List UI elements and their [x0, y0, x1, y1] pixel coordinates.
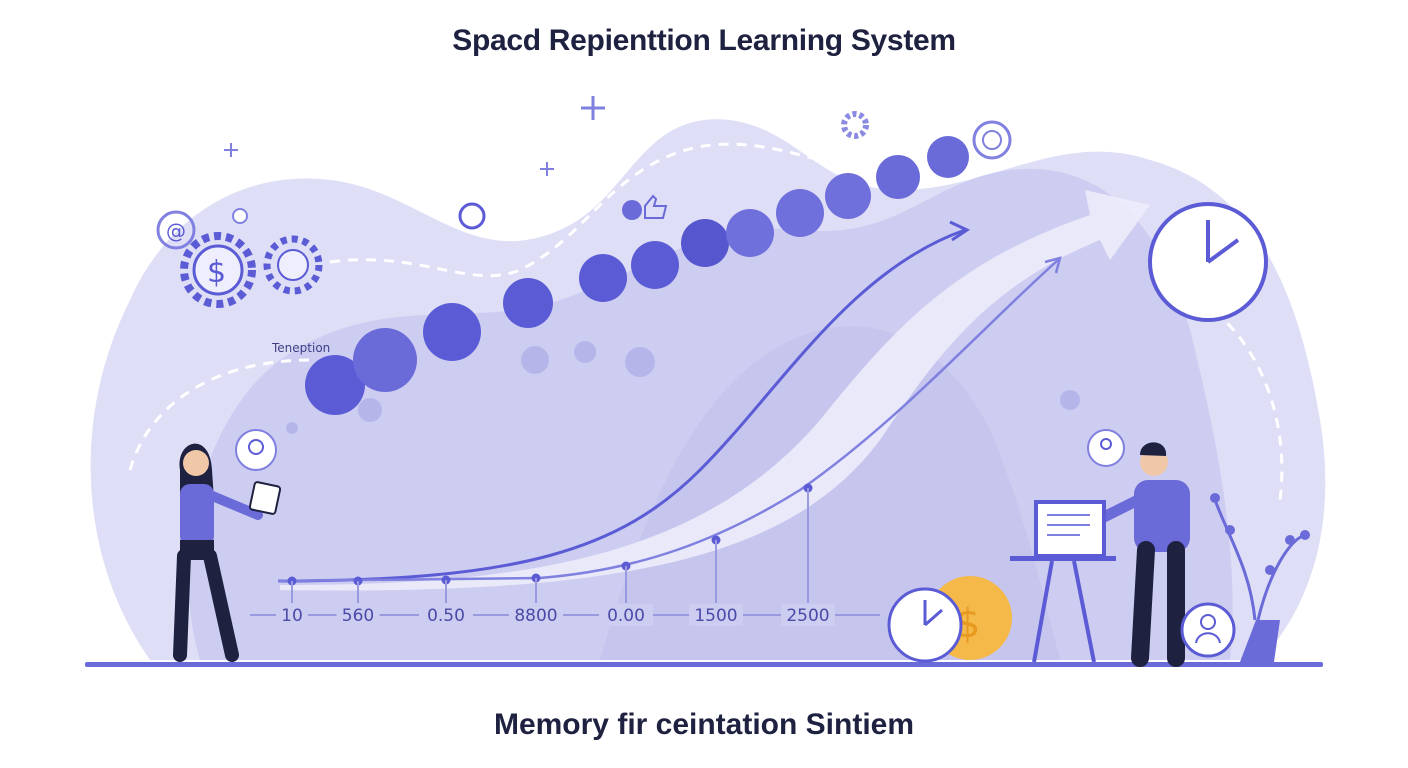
arrow-head — [949, 220, 971, 242]
dashed-path — [128, 358, 311, 471]
user-bubble-icon — [1087, 429, 1125, 467]
memory-bubble — [358, 398, 382, 422]
memory-bubble — [423, 303, 481, 361]
axis-tick-label: 0.00 — [607, 606, 645, 626]
plant-icon — [1210, 493, 1310, 662]
easel-board — [1010, 500, 1116, 663]
target-icon — [972, 120, 1012, 160]
tick-bg — [276, 604, 308, 626]
tick-bg — [689, 604, 743, 626]
axis-ticks: 10 560 0.50 8800 0.00 1500 2500 — [276, 488, 835, 626]
plus-icon — [581, 96, 605, 120]
woman-figure — [173, 443, 282, 662]
svg-text:$: $ — [207, 255, 226, 290]
memory-bubble — [927, 136, 969, 178]
dashed-path — [329, 142, 821, 278]
memory-bubble — [353, 328, 417, 392]
lightbulb-bubble-icon — [235, 429, 277, 471]
memory-bubble — [776, 189, 824, 237]
memory-bubble — [825, 173, 871, 219]
arrow-head — [1044, 256, 1062, 274]
dollar-gear-icon: $ — [180, 232, 256, 308]
settings-gear-icon — [841, 111, 869, 139]
curve-label: Tenep­tion — [271, 341, 330, 355]
memory-bubble — [305, 355, 365, 415]
memory-bubble — [574, 341, 596, 363]
memory-bubble — [625, 347, 655, 377]
retention-curve — [277, 228, 966, 583]
tick-bg — [336, 604, 380, 626]
memory-bubble — [286, 422, 298, 434]
svg-text:@: @ — [166, 219, 186, 243]
page-title: Spacd Repienttion Learning System — [452, 24, 956, 57]
ground-line — [85, 662, 1323, 667]
axis-tick-label: 10 — [281, 606, 303, 626]
axis-tick-label: 2500 — [786, 606, 829, 626]
memory-bubble — [876, 155, 920, 199]
tick-bg — [509, 604, 563, 626]
thumbs-up-icon — [622, 194, 668, 220]
tick-bg — [419, 604, 473, 626]
clock-icon — [1148, 202, 1268, 322]
axis-tick-label: 0.50 — [427, 606, 465, 626]
memory-bubble — [631, 241, 679, 289]
axis-tick-label: 1500 — [694, 606, 737, 626]
axis-tick-label: 8800 — [514, 606, 557, 626]
at-icon: @ — [156, 210, 196, 250]
memory-bubble — [503, 278, 553, 328]
gear-icon — [263, 235, 323, 295]
memory-bubble — [579, 254, 627, 302]
user-badge-icon — [1180, 602, 1236, 658]
memory-bubble — [1060, 390, 1080, 410]
memory-bubble — [521, 346, 549, 374]
page-subtitle: Memory fir ceintation Sintiem — [493, 708, 915, 741]
ring-icon — [458, 202, 486, 230]
memory-bubbles — [286, 136, 1080, 434]
memory-bubble — [726, 209, 774, 257]
dot-icon — [232, 208, 248, 224]
axis-tick-label: 560 — [342, 606, 374, 626]
review-curve — [277, 259, 1059, 583]
progress-arrow — [280, 190, 1150, 591]
tick-bg — [781, 604, 835, 626]
plus-icon — [224, 143, 554, 176]
tick-bg — [599, 604, 653, 626]
memory-bubble — [681, 219, 729, 267]
small-clock-icon — [887, 587, 963, 663]
